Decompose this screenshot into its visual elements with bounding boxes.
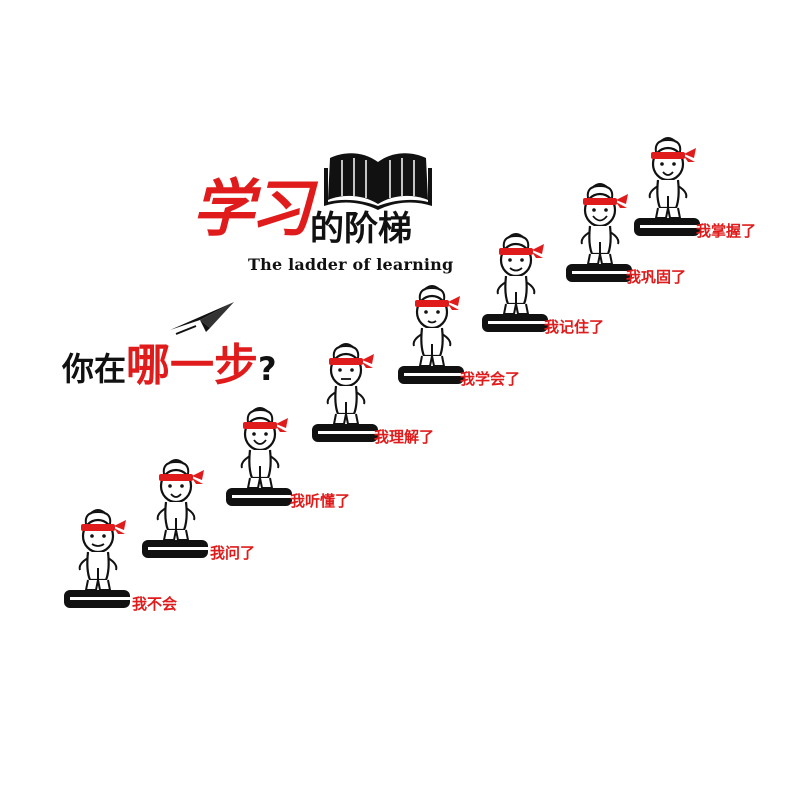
book-stack-icon (312, 424, 378, 442)
open-book-icon (324, 153, 432, 210)
student-figure-icon (78, 509, 126, 591)
title-black-text: 的阶梯 (310, 209, 412, 249)
book-stack-icon (142, 540, 208, 558)
book-stack-icon (566, 264, 632, 282)
book-stack-icon (64, 590, 130, 608)
student-figure-icon (648, 137, 696, 219)
student-figure-icon (326, 343, 374, 425)
step-label: 我理解了 (374, 428, 435, 446)
paper-plane-icon (170, 302, 234, 335)
student-figure-icon (496, 233, 544, 315)
question-black: 你在 (62, 350, 127, 388)
step-label: 我记住了 (544, 318, 605, 336)
student-figure-icon (580, 183, 628, 265)
title-english: The ladder of learning (248, 255, 454, 274)
question-red: 哪一步 (126, 340, 259, 391)
book-stack-icon (226, 488, 292, 506)
book-stack-icon (482, 314, 548, 332)
title-red-text: 学习 (192, 172, 312, 245)
question-heading: 你在哪一步? (62, 344, 277, 388)
student-figure-icon (156, 459, 204, 541)
step-label: 我掌握了 (696, 222, 757, 240)
student-figure-icon (412, 285, 460, 367)
book-stack-icon (398, 366, 464, 384)
book-stack-icon (634, 218, 700, 236)
step-label: 我听懂了 (290, 492, 351, 510)
student-figure-icon (240, 407, 288, 489)
step-label: 我不会 (132, 595, 178, 613)
step-label: 我问了 (210, 544, 256, 562)
step-label: 我巩固了 (626, 268, 687, 286)
step-label: 我学会了 (460, 370, 521, 388)
question-mark: ? (258, 350, 277, 388)
